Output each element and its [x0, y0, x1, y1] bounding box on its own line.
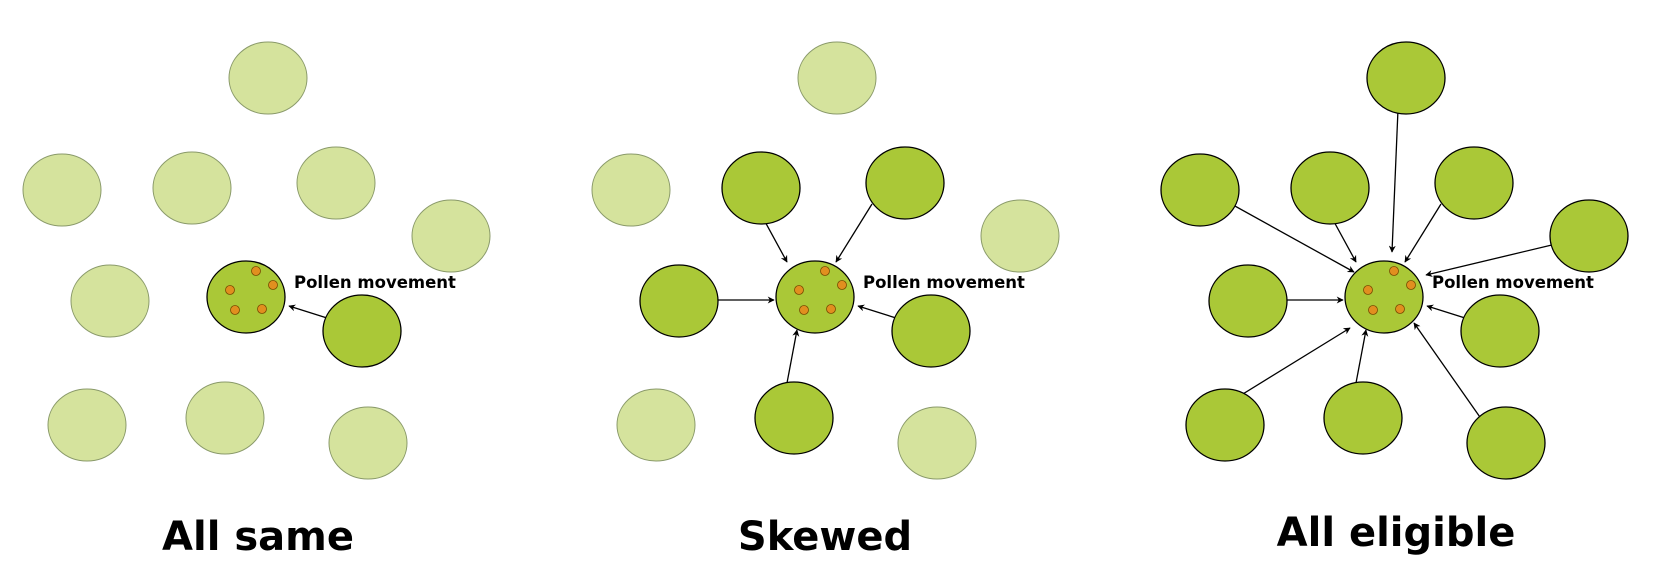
eligible-plant — [1366, 41, 1446, 115]
ineligible-plant — [411, 199, 491, 273]
pollen-grain — [1368, 305, 1378, 315]
ineligible-plant — [185, 381, 265, 455]
pollen-movement-label: Pollen movement — [294, 273, 456, 292]
ineligible-plant — [328, 406, 408, 480]
eligible-plant — [1549, 199, 1629, 273]
pollen-arrow — [1404, 203, 1442, 263]
plant-group — [591, 41, 1060, 480]
pollen-grain — [230, 305, 240, 315]
eligible-plant — [1466, 406, 1546, 480]
pollen-arrow — [857, 304, 897, 319]
pollen-grain — [799, 305, 809, 315]
eligible-plant — [1208, 264, 1288, 338]
recipient-plant — [775, 260, 855, 334]
pollen-arrow — [1425, 243, 1557, 277]
ineligible-plant — [897, 406, 977, 480]
pollen-arrow — [786, 329, 800, 384]
pollen-arrow — [288, 304, 328, 319]
panel-all-eligible: Pollen movement All eligible — [1160, 41, 1629, 556]
pollen-arrow — [1426, 304, 1466, 319]
eligible-plant — [322, 294, 402, 368]
pollen-grain — [225, 285, 235, 295]
pollen-arrow — [1413, 322, 1483, 421]
eligible-plant — [865, 146, 945, 220]
pollen-grain — [1395, 304, 1405, 314]
pollen-grain — [1406, 280, 1416, 290]
pollen-grain — [1363, 285, 1373, 295]
ineligible-plant — [47, 388, 127, 462]
eligible-plant — [1290, 151, 1370, 225]
panel-title: All eligible — [1277, 510, 1516, 556]
pollen-grain — [826, 304, 836, 314]
pollen-grain — [268, 280, 278, 290]
eligible-plant — [639, 264, 719, 338]
recipient-plant — [1344, 260, 1424, 334]
plant-group — [1160, 41, 1629, 480]
eligible-plant — [1185, 388, 1265, 462]
ineligible-plant — [591, 153, 671, 227]
eligible-plant — [891, 294, 971, 368]
ineligible-plant — [228, 41, 308, 115]
plant-group — [22, 41, 491, 480]
pollen-grain — [820, 266, 830, 276]
pollen-arrow — [1224, 327, 1351, 406]
panel-skewed: Pollen movement Skewed — [591, 41, 1060, 560]
eligible-plant — [1160, 153, 1240, 227]
ineligible-plant — [296, 146, 376, 220]
pollen-grain — [1389, 266, 1399, 276]
pollen-grain — [837, 280, 847, 290]
ineligible-plant — [616, 388, 696, 462]
panel-all-same: Pollen movement All same — [22, 41, 491, 560]
eligible-plant — [1460, 294, 1540, 368]
recipient-plant — [206, 260, 286, 334]
pollen-movement-label: Pollen movement — [863, 273, 1025, 292]
eligible-plant — [1323, 381, 1403, 455]
pollen-grain — [257, 304, 267, 314]
ineligible-plant — [980, 199, 1060, 273]
ineligible-plant — [152, 151, 232, 225]
pollen-arrows — [716, 195, 897, 384]
pollen-grain — [251, 266, 261, 276]
ineligible-plant — [797, 41, 877, 115]
ineligible-plant — [22, 153, 102, 227]
pollen-arrows — [288, 304, 328, 319]
pollen-arrow — [1355, 329, 1369, 384]
ineligible-plant — [70, 264, 150, 338]
eligible-plant — [721, 151, 801, 225]
panel-title: Skewed — [738, 514, 912, 560]
pollen-movement-label: Pollen movement — [1432, 273, 1594, 292]
pollen-arrow — [835, 203, 873, 263]
pollen-grain — [794, 285, 804, 295]
panel-title: All same — [162, 514, 354, 560]
eligible-plant — [1434, 146, 1514, 220]
eligible-plant — [754, 381, 834, 455]
